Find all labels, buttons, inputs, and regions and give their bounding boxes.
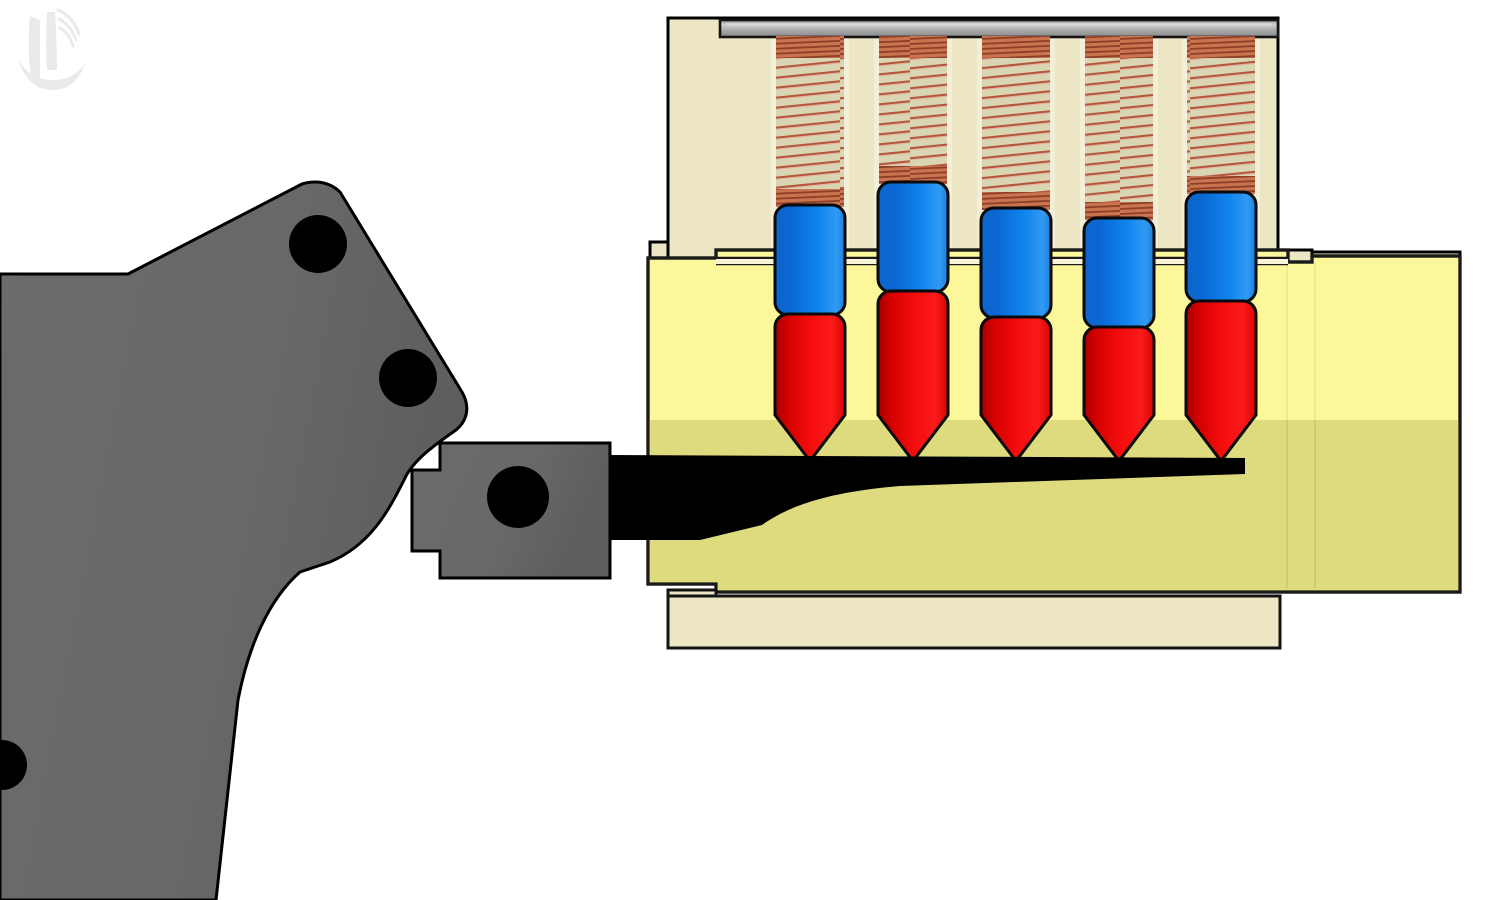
handle-hole-shank [487,466,549,528]
driver-pin-2 [876,180,950,294]
spring-5 [1187,36,1255,194]
key-pins [773,289,1258,463]
driver-pin-3 [979,206,1053,320]
spring-2 [879,36,947,184]
housing-top-cap-plate [718,18,1280,39]
key-pin-5 [1184,299,1258,463]
handle-hole-bottom-left [0,740,27,790]
handle-hole-upper [289,215,347,273]
key-pin-3 [979,315,1053,463]
driver-pin-4 [1082,216,1156,330]
key-pin-2 [876,289,950,463]
handle-hole-lower [379,349,437,407]
pick-blade-insert [608,455,1245,540]
driver-pin-5 [1184,190,1258,304]
spring-4 [1085,36,1153,220]
driver-pins [773,180,1258,330]
driver-pin-1 [773,203,847,317]
key-pin-1 [773,312,847,463]
housing-bottom-plate [666,588,1282,650]
spring-3 [982,36,1050,210]
pin-springs [776,36,1255,220]
spring-1 [776,36,844,207]
rotating-plug-cylinder [646,248,1462,594]
pick-handle-body [0,180,612,900]
key-pin-4 [1082,325,1156,463]
watermark-logo [18,8,86,90]
